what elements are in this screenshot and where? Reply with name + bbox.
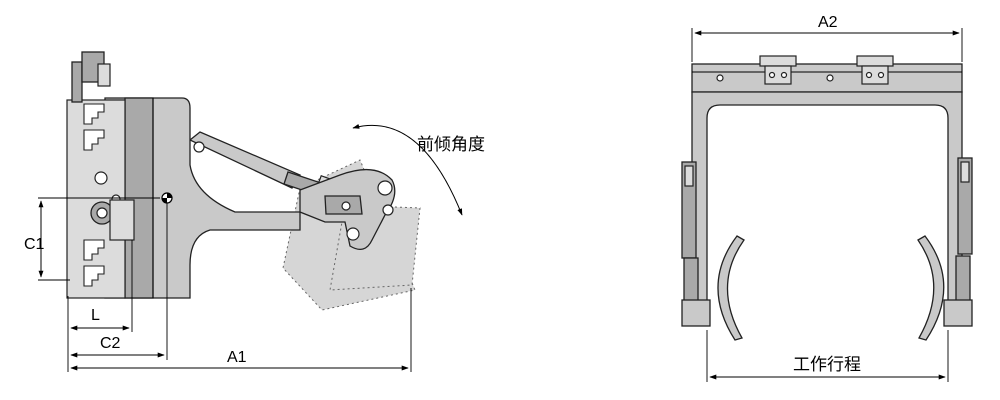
top-beam xyxy=(691,55,963,93)
dimension-a2: A2 xyxy=(691,14,963,62)
stroke-label: 工作行程 xyxy=(793,355,861,374)
side-view: C1 L C2 A1 前倾角度 xyxy=(24,51,485,372)
carriage-plate xyxy=(66,51,135,299)
tilt-angle-indicator: 前倾角度 xyxy=(352,124,485,216)
front-view: A2 工作行程 xyxy=(681,14,973,382)
dimension-l: L xyxy=(67,240,133,372)
l-label: L xyxy=(91,307,100,324)
center-of-gravity-marker xyxy=(161,192,173,204)
dimension-c2: C2 xyxy=(70,203,168,360)
a2-label: A2 xyxy=(818,14,838,31)
c1-label: C1 xyxy=(24,236,45,253)
dimension-c1: C1 xyxy=(24,197,160,281)
left-arm xyxy=(681,161,745,341)
a1-label: A1 xyxy=(227,349,247,366)
inner-frame xyxy=(691,91,963,321)
dimension-a1: A1 xyxy=(70,288,412,372)
dimension-stroke: 工作行程 xyxy=(706,330,949,382)
right-arm xyxy=(917,157,973,341)
c2-label: C2 xyxy=(100,335,121,352)
tilt-angle-label: 前倾角度 xyxy=(417,135,485,154)
